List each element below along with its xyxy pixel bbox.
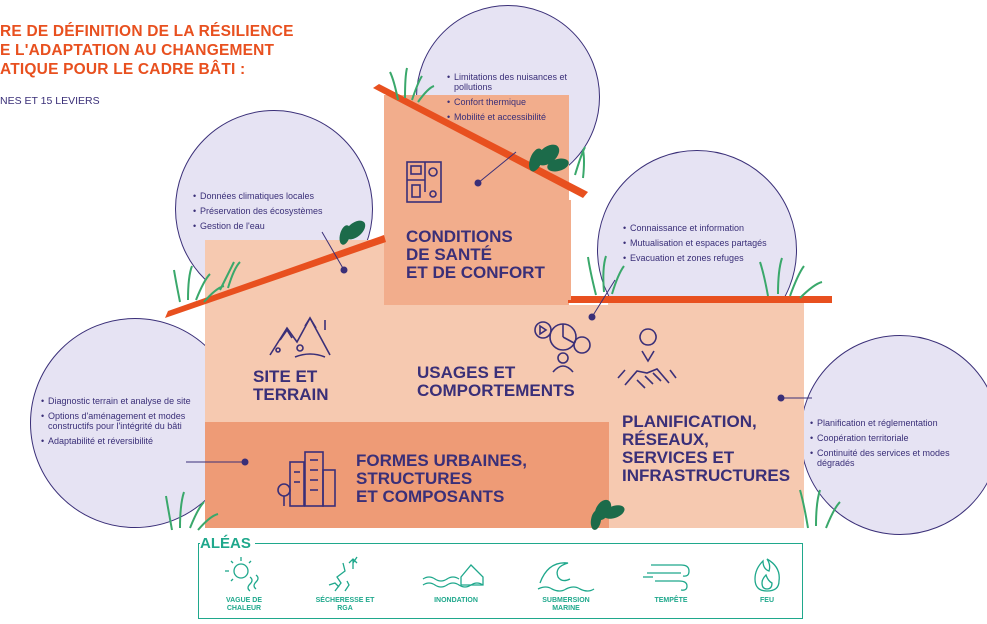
lever-item: Options d'aménagement et modes construct…	[41, 411, 199, 431]
domain-label-health: CONDITIONS DE SANTÉ ET DE CONFORT	[406, 228, 545, 282]
lever-item: Coopération territoriale	[810, 433, 970, 443]
lever-item: Evacuation et zones refuges	[623, 253, 773, 263]
hazard-heatwave: VAGUE DE CHALEUR	[209, 555, 279, 613]
group-chart-icon	[534, 321, 591, 373]
flood-house-icon	[422, 564, 484, 588]
roof-line-site	[165, 235, 386, 318]
hazard-label: SÉCHERESSE ET RGA	[315, 597, 375, 612]
title-line: ATIQUE POUR LE CADRE BÂTI :	[0, 61, 246, 78]
lever-item: Confort thermique	[447, 97, 597, 107]
wave-icon	[537, 562, 595, 592]
block-health-comfort	[384, 95, 569, 305]
domain-label-line: PLANIFICATION,	[622, 412, 757, 431]
lever-item: Données climatiques locales	[193, 191, 368, 201]
domain-label-line: DE SANTÉ	[406, 245, 492, 264]
hazard-label: VAGUE DE CHALEUR	[225, 597, 263, 612]
title-line: E L'ADAPTATION AU CHANGEMENT	[0, 42, 275, 59]
domain-label-line: ET COMPOSANTS	[356, 487, 505, 506]
roof-line-planning	[568, 296, 832, 303]
lever-list-planning: Planification et réglementation Coopérat…	[810, 418, 970, 473]
hazard-label: FEU	[760, 597, 774, 604]
lever-item: Gestion de l'eau	[193, 221, 368, 231]
lever-connectors	[186, 151, 812, 466]
domain-label-line: TERRAIN	[253, 385, 329, 404]
lever-item: Diagnostic terrain et analyse de site	[41, 396, 199, 406]
domain-label-line: SERVICES ET	[622, 448, 735, 467]
hazard-storm: TEMPÊTE	[636, 555, 706, 605]
lever-item: Mobilité et accessibilité	[447, 112, 597, 122]
location-handshake-icon	[617, 328, 677, 389]
domain-label-line: RÉSEAUX,	[622, 430, 709, 449]
lever-item: Continuité des services et modes dégradé…	[810, 448, 970, 468]
hazard-fire: FEU	[732, 555, 802, 605]
domain-icons	[269, 161, 677, 507]
block-urban-forms	[205, 422, 609, 528]
domain-label-line: FORMES URBAINES,	[356, 451, 527, 470]
lever-list-health: Limitations des nuisances et pollutions …	[447, 72, 597, 127]
lever-list-forms: Diagnostic terrain et analyse de site Op…	[41, 396, 199, 451]
domain-label-usage: USAGES ET COMPORTEMENTS	[417, 364, 575, 400]
floorplan-icon	[406, 161, 442, 203]
domain-label-site: SITE ET TERRAIN	[253, 368, 329, 404]
sun-heat-icon	[225, 557, 259, 592]
wind-icon	[643, 564, 690, 591]
lever-item: Mutualisation et espaces partagés	[623, 238, 773, 248]
domain-label-line: ET DE CONFORT	[406, 263, 545, 282]
hazards-panel	[198, 543, 803, 619]
plant-decorations	[165, 67, 841, 531]
domain-label-line: USAGES ET	[417, 363, 516, 382]
domain-label-line: STRUCTURES	[356, 469, 473, 488]
domain-label-forms: FORMES URBAINES, STRUCTURES ET COMPOSANT…	[356, 452, 527, 506]
lever-item: Préservation des écosystèmes	[193, 206, 368, 216]
lever-item: Connaissance et information	[623, 223, 773, 233]
hazard-drought: SÉCHERESSE ET RGA	[310, 555, 380, 613]
lever-list-usage: Connaissance et information Mutualisatio…	[623, 223, 773, 268]
domain-label-line: COMPORTEMENTS	[417, 381, 575, 400]
domain-label-line: SITE ET	[253, 367, 318, 386]
lever-list-site: Données climatiques locales Préservation…	[193, 191, 368, 236]
hazard-flood: INONDATION	[421, 555, 491, 605]
lever-item: Limitations des nuisances et pollutions	[447, 72, 597, 92]
lever-item: Planification et réglementation	[810, 418, 970, 428]
domain-label-planning: PLANIFICATION, RÉSEAUX, SERVICES ET INFR…	[622, 413, 790, 485]
drought-crack-icon	[328, 556, 358, 592]
domain-label-line: INFRASTRUCTURES	[622, 466, 791, 485]
mountain-icon	[269, 316, 331, 358]
domain-label-line: CONDITIONS	[406, 227, 513, 246]
fire-icon	[754, 558, 780, 592]
hazards-title: ALÉAS	[200, 535, 255, 552]
diagram-title: RE DE DÉFINITION DE LA RÉSILIENCE E L'AD…	[0, 22, 400, 79]
hazard-label: TEMPÊTE	[654, 597, 688, 604]
title-line: RE DE DÉFINITION DE LA RÉSILIENCE	[0, 23, 294, 40]
hazard-label: SUBMERSION MARINE	[542, 597, 590, 612]
lever-item: Adaptabilité et réversibilité	[41, 436, 199, 446]
hazard-marine-submersion: SUBMERSION MARINE	[531, 555, 601, 613]
buildings-icon	[277, 451, 336, 507]
block-usage-behaviour	[384, 305, 609, 422]
hazard-label: INONDATION	[434, 597, 478, 604]
diagram-subtitle: NES ET 15 LEVIERS	[0, 95, 100, 107]
